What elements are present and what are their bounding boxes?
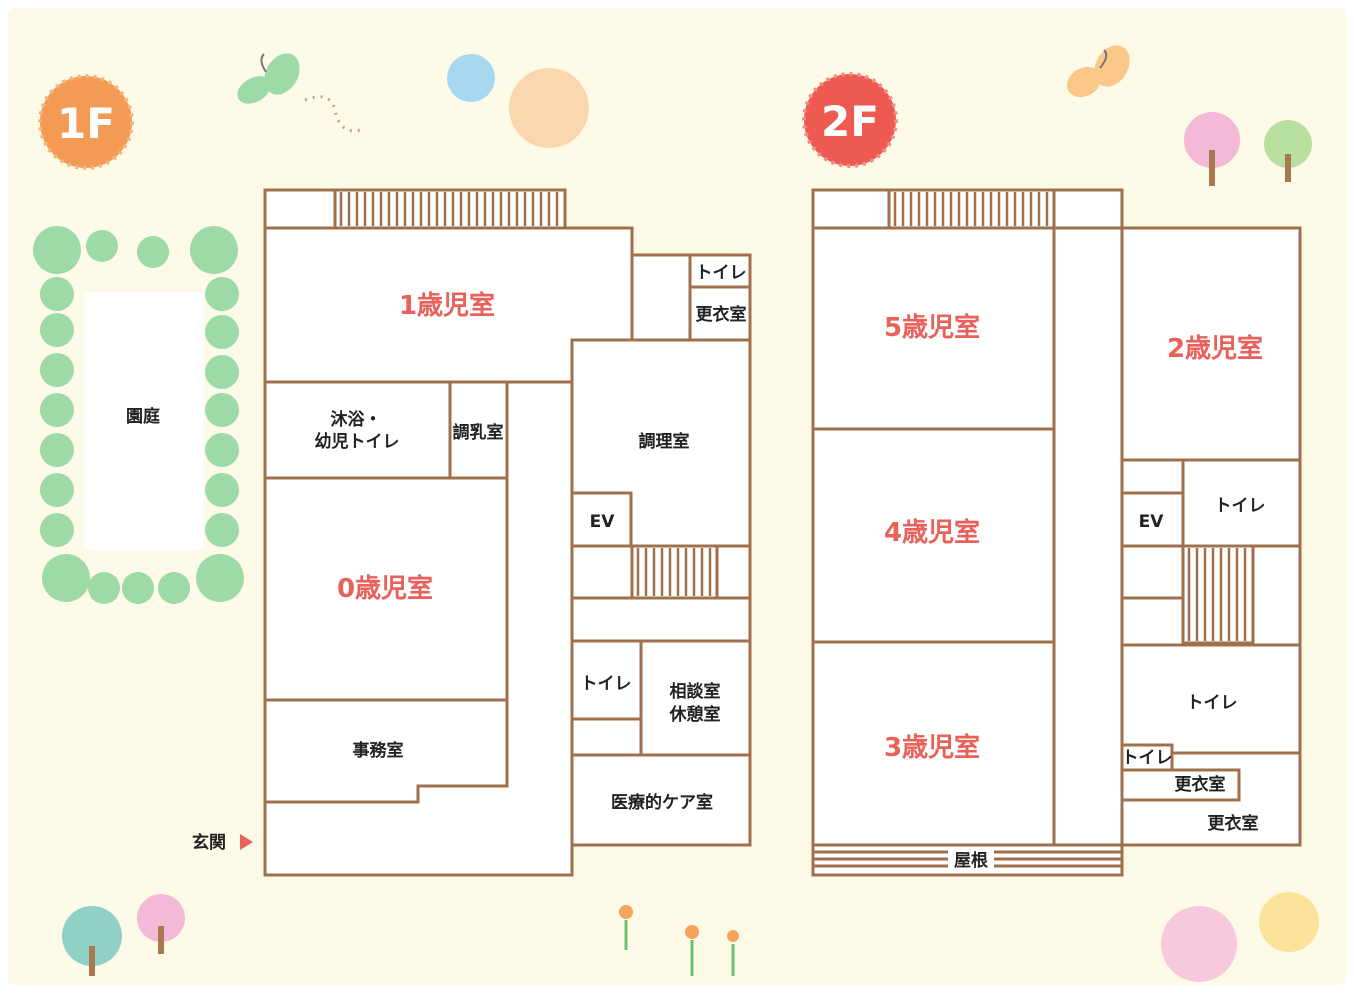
f1-stair-top xyxy=(333,188,567,230)
room-consult-label: 相談室 xyxy=(670,681,721,702)
room-age2-label: 2歳児室 xyxy=(1167,333,1263,364)
room-ev-1f-label: EV xyxy=(590,512,616,532)
badge-1f-text: 1F xyxy=(57,99,115,148)
blue-dot xyxy=(447,54,495,102)
room-toilet-2f-c-label: トイレ xyxy=(1122,748,1173,768)
butterfly-icon xyxy=(1066,45,1130,98)
room-office-label: 事務室 xyxy=(353,740,404,761)
yellow-dot xyxy=(1259,892,1319,952)
room-changing-2f-a xyxy=(1120,768,1241,802)
badge-1f: 1F xyxy=(38,74,134,170)
flower-icon xyxy=(685,925,699,976)
stair-hatches xyxy=(339,192,1247,641)
roof-label: 屋根 xyxy=(954,850,988,871)
room-toilet-2f-c xyxy=(1120,743,1174,772)
room-toilet-2f-a-label: トイレ xyxy=(1215,496,1266,516)
floor-1f-plan xyxy=(263,188,752,877)
pink-dot xyxy=(1161,906,1237,982)
room-changing-2f-a-label: 更衣室 xyxy=(1175,774,1226,795)
room-medical xyxy=(570,753,752,847)
room-medical-label: 医療的ケア室 xyxy=(611,792,713,813)
tree-icon xyxy=(1264,120,1312,182)
room-milk-label: 調乳室 xyxy=(453,422,504,443)
garden-label: 園庭 xyxy=(126,406,160,427)
badge-2f: 2F xyxy=(802,72,898,168)
room-ev-2f xyxy=(1120,491,1185,548)
room-bath-label: 沐浴・ xyxy=(331,409,382,430)
badge-2f-text: 2F xyxy=(821,97,879,146)
room-toilet-mid-label: トイレ xyxy=(581,674,632,694)
room-age5 xyxy=(811,226,1056,431)
decorations xyxy=(62,45,1319,982)
room-age2 xyxy=(1120,226,1302,462)
tree-icon xyxy=(137,894,185,954)
room-toilet-2f-a xyxy=(1181,458,1302,548)
room-age4-label: 4歳児室 xyxy=(884,517,980,548)
room-bath xyxy=(263,380,452,480)
room-consult xyxy=(639,639,752,757)
garden-area xyxy=(84,292,204,550)
room-bath-label-2: 幼児トイレ xyxy=(315,431,400,452)
garden-bushes xyxy=(33,226,244,604)
room-age3-label: 3歳児室 xyxy=(884,732,980,763)
room-kitchen-label: 調理室 xyxy=(639,431,690,452)
room-ev-1f xyxy=(570,491,633,548)
tree-icon xyxy=(1184,112,1240,186)
flower-icon xyxy=(727,930,739,976)
room-age3 xyxy=(811,640,1056,847)
flower-icon xyxy=(619,905,633,950)
entrance-label: 玄関 xyxy=(192,832,226,853)
room-office xyxy=(263,698,509,804)
f2-stair-top xyxy=(887,188,1056,230)
f2-stair-mid xyxy=(1181,544,1255,645)
garden: 園庭 xyxy=(33,226,244,604)
room-toilet-top xyxy=(688,253,752,289)
room-changing-2f-b-label: 更衣室 xyxy=(1208,813,1259,834)
entrance-arrow-icon xyxy=(240,834,253,850)
room-toilet-2f-b-label: トイレ xyxy=(1187,693,1238,713)
orange-dot xyxy=(509,68,589,148)
room-ev-2f-label: EV xyxy=(1139,512,1165,532)
room-changing-top-label: 更衣室 xyxy=(696,304,747,325)
labels-2f: 5歳児室 4歳児室 3歳児室 2歳児室 EV トイレ トイレ トイレ 更衣室 更… xyxy=(884,312,1266,871)
room-age5-label: 5歳児室 xyxy=(884,312,980,343)
room-rest-label: 休憩室 xyxy=(669,704,721,725)
room-age1-label: 1歳児室 xyxy=(399,290,495,321)
floor-2f-plan xyxy=(811,188,1302,877)
labels-1f: 1歳児室 トイレ 更衣室 沐浴・ 幼児トイレ 調乳室 調理室 EV 0歳児室 ト… xyxy=(192,263,747,853)
room-toilet-top-label: トイレ xyxy=(696,263,747,283)
butterfly-icon xyxy=(237,53,300,104)
room-age0-label: 0歳児室 xyxy=(337,573,433,604)
tree-icon xyxy=(62,906,122,976)
